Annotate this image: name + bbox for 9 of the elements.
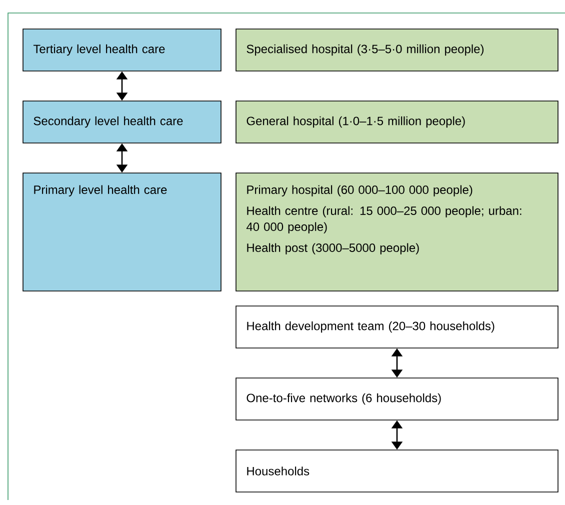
community-box: Health development team (20–30 households) — [236, 306, 558, 348]
facility-box: General hospital (1·0–1·5 million people) — [236, 100, 558, 144]
level-box: Secondary level health care — [22, 100, 222, 144]
level-box: Primary level health care — [22, 172, 222, 292]
level-box: Tertiary level health care — [22, 28, 222, 72]
community-box: One-to-five networks (6 households) — [236, 378, 558, 420]
facility-box: Primary hospital (60 000–100 000 people) Health centre (rural: 15 000–25 000 people; urban: 40 000 people) Health post (3000–5000 people) — [236, 172, 558, 292]
facility-box: Specialised hospital (3·5–5·0 million people) — [236, 28, 558, 72]
community-box: Households — [236, 450, 558, 492]
